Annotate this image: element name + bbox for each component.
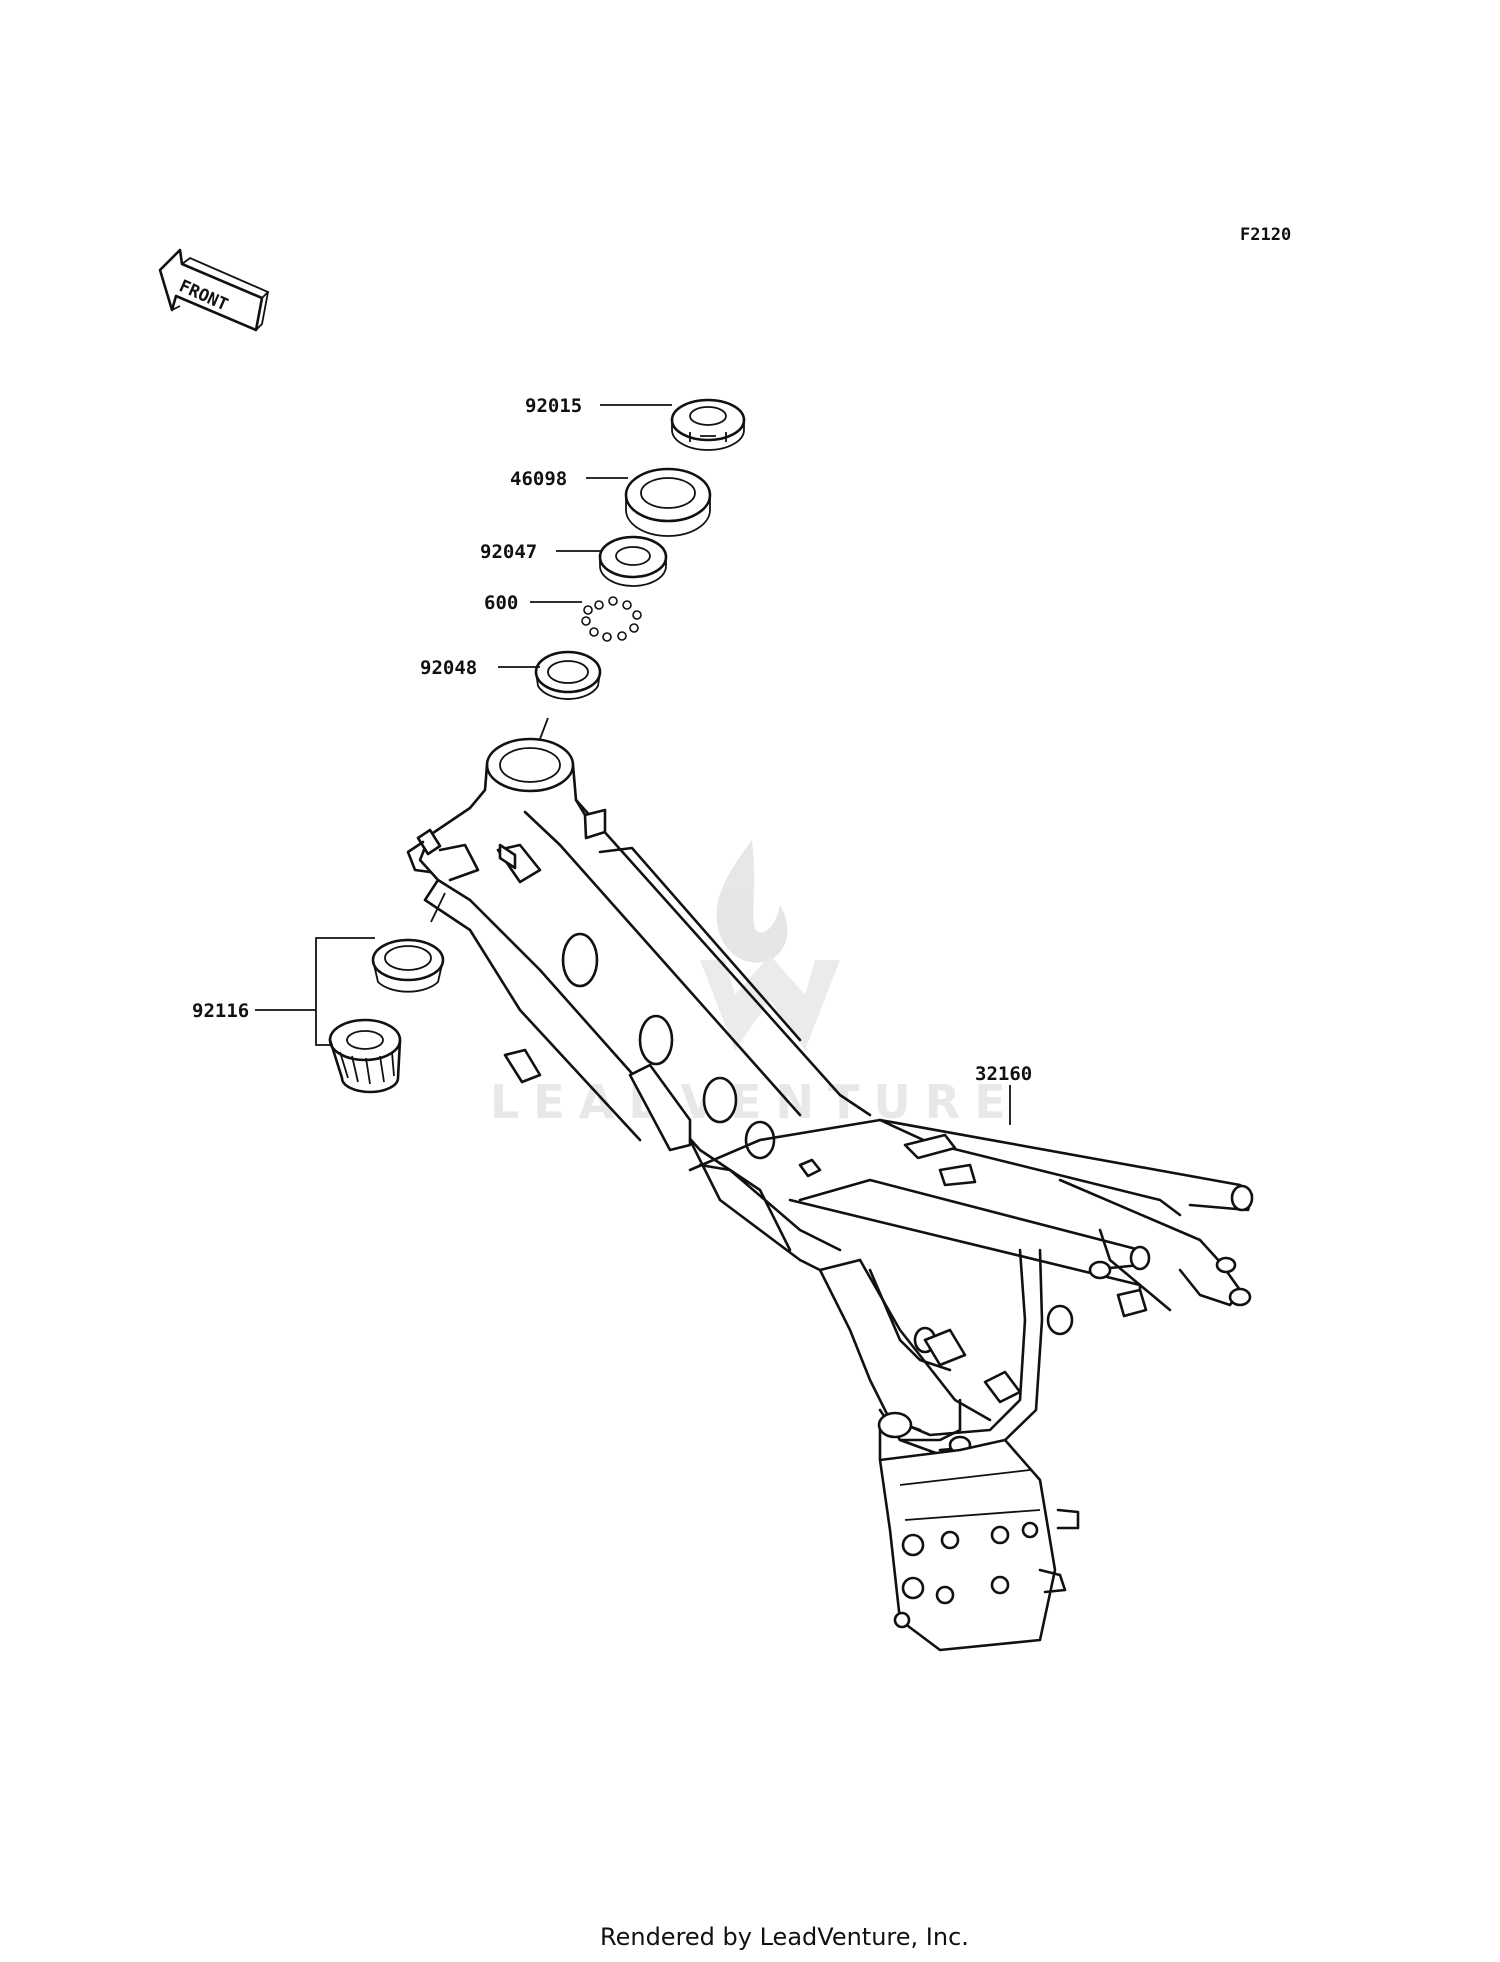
part-600-steel-balls [581, 596, 642, 642]
part-number-32160: 32160 [975, 1063, 1032, 1085]
part-number-92015: 92015 [525, 395, 582, 417]
part-32160-frame [406, 737, 1254, 1652]
watermark: LEADVENTURE [490, 840, 1020, 1129]
front-direction-arrow-icon: FRONT [158, 248, 270, 332]
part-92015-lock-nut [670, 398, 746, 451]
part-92116-cone-bearing [328, 1018, 402, 1094]
part-92047-race [598, 535, 668, 587]
part-number-46098: 46098 [510, 468, 567, 490]
part-number-92047: 92047 [480, 541, 537, 563]
part-number-600: 600 [484, 592, 518, 614]
part-46098-seal [624, 467, 712, 537]
part-number-92116: 92116 [192, 1000, 249, 1022]
footer-credit: Rendered by LeadVenture, Inc. [600, 1923, 969, 1951]
part-number-92048: 92048 [420, 657, 477, 679]
part-92048-race [534, 650, 602, 700]
diagram-code: F2120 [1240, 225, 1291, 245]
flame-logo-icon [700, 840, 840, 1050]
watermark-text: LEADVENTURE [490, 1075, 1020, 1129]
part-92116-lower-race [371, 938, 445, 993]
